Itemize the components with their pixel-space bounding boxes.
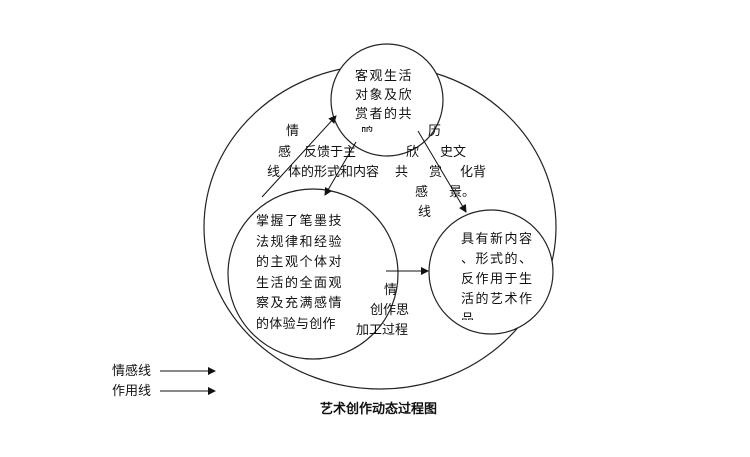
top-node-line: 对象及欣 bbox=[355, 88, 414, 103]
left-node-line: 法规律和经验 bbox=[256, 234, 344, 250]
left-node-line: 生活的全面观 bbox=[256, 275, 344, 291]
legend-emotion-line: 情感线 bbox=[112, 364, 152, 379]
edge-label-appreciate-3: 感 bbox=[415, 185, 429, 200]
edge-label-history-4: 景。 bbox=[449, 185, 476, 200]
right-node-line: 品 bbox=[461, 312, 476, 320]
diagram-title: 艺术创作动态过程图 bbox=[320, 402, 438, 417]
right-node-line: 反作用于生 bbox=[461, 272, 534, 287]
edge-label-appreciate-4: 线 bbox=[418, 205, 432, 220]
arrow-left-to-top bbox=[261, 115, 337, 198]
right-node-circle bbox=[428, 209, 554, 335]
top-node-line: 鸣 bbox=[355, 124, 413, 132]
edge-label-bottom-1: 情 bbox=[384, 283, 398, 298]
edge-label-bottom-3: 加工过程 bbox=[356, 323, 409, 338]
edge-label-appreciate-1: 欣 bbox=[406, 145, 420, 160]
edge-label-emotion-3: 线 bbox=[267, 165, 281, 180]
arrow-top-to-right bbox=[417, 130, 467, 213]
left-node-line: 的体验与创作 bbox=[256, 316, 336, 332]
edge-label-feedback-1: 反馈于主 bbox=[304, 145, 357, 160]
edge-label-center-1: 共 bbox=[395, 165, 409, 180]
top-node-text: 客观生活 对象及欣 赏者的共 鸣 bbox=[355, 67, 413, 132]
left-node-line: 察及充满感情 bbox=[256, 296, 344, 311]
right-node-line: 具有新内容 bbox=[461, 232, 534, 247]
top-node-line: 客观生活 bbox=[355, 69, 414, 84]
edge-label-history-1: 历 bbox=[428, 124, 442, 139]
edge-label-history-2: 史文 bbox=[440, 145, 467, 160]
right-node-line: 活的艺术作 bbox=[461, 292, 534, 307]
left-node-line: 的主观个体对 bbox=[256, 255, 344, 270]
legend-action-line: 作用线 bbox=[112, 384, 152, 399]
edge-label-appreciate-2: 赏 bbox=[429, 165, 443, 180]
edge-label-feedback-2: 体的形式和内容 bbox=[288, 165, 380, 180]
edge-label-emotion-1: 情 bbox=[286, 124, 300, 139]
edge-label-history-3: 化背 bbox=[460, 165, 487, 180]
top-node-circle bbox=[330, 43, 444, 157]
right-node-line: 、形式的、 bbox=[461, 252, 534, 267]
arrow-top-to-left bbox=[324, 141, 357, 196]
edge-label-bottom-2: 创作思 bbox=[370, 303, 410, 318]
right-node-text: 具有新内容 、形式的、 反作用于生 活的艺术作 品 bbox=[461, 230, 534, 320]
left-node-text: 掌握了笔墨技 法规律和经验 的主观个体对 生活的全面观 察及充满感情 的体验与创… bbox=[256, 212, 343, 335]
top-node-line: 赏者的共 bbox=[355, 107, 414, 122]
left-node-line: 掌握了笔墨技 bbox=[256, 214, 344, 229]
edge-label-emotion-2: 感 bbox=[278, 145, 292, 160]
left-node-circle bbox=[227, 188, 399, 360]
